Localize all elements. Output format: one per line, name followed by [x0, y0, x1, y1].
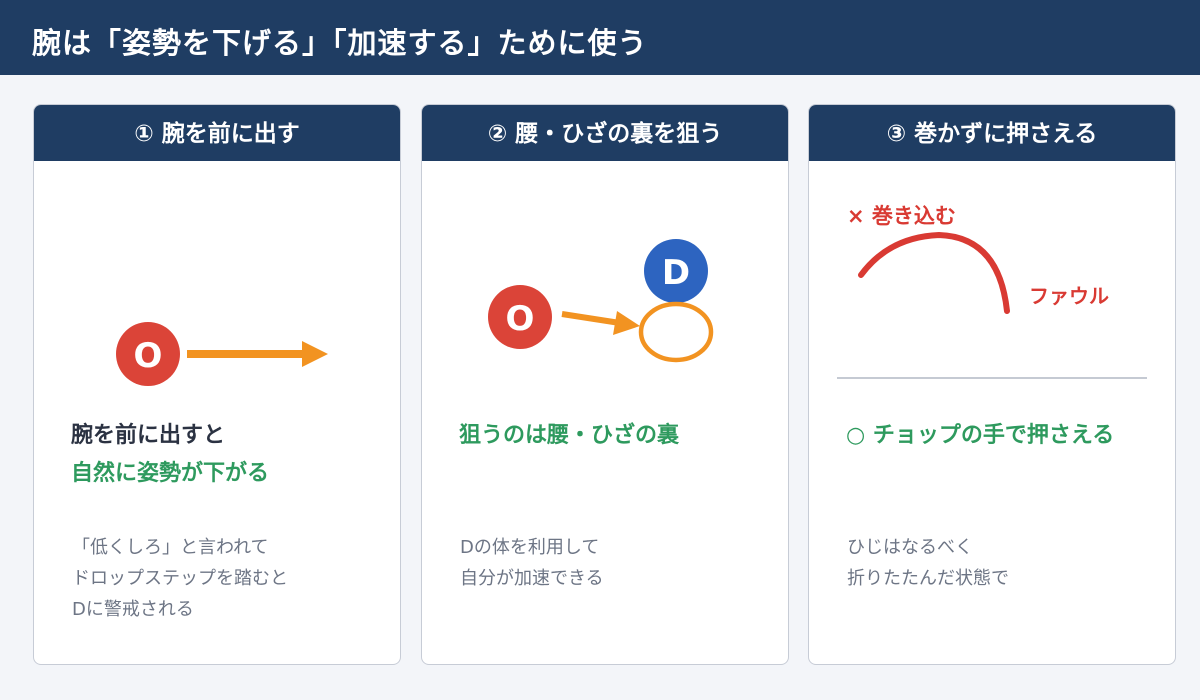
headline-line-1: ○ チョップの手で押さえる	[846, 423, 1115, 448]
target-diagram: O D	[488, 239, 714, 363]
card-heading: ① 腕を前に出す	[34, 105, 400, 161]
offense-player-marker	[488, 285, 552, 349]
target-arrow-line	[561, 311, 621, 326]
note-line-2: 自分が加速できる	[460, 568, 604, 589]
offense-player-label: O	[134, 336, 163, 376]
offense-player-marker	[116, 322, 180, 386]
card-press-without-wrapping: ③ 巻かずに押さえる × 巻き込む ファウル ○ チョップの手で押さえる ひじは…	[808, 104, 1176, 665]
offense-player-label: O	[506, 299, 535, 339]
defense-player-marker	[644, 239, 708, 303]
headline-line-1: 腕を前に出すと	[71, 423, 226, 448]
note-line-1: 「低くしろ」と言われて	[72, 537, 269, 558]
defense-player-label: D	[662, 253, 690, 293]
card-heading: ③ 巻かずに押さえる	[809, 105, 1175, 161]
note-line-1: ひじはなるべく	[847, 537, 973, 558]
target-zone-ring	[638, 301, 714, 363]
note-line-2: ドロップステップを踏むと	[72, 568, 288, 589]
arm-forward-diagram: O	[116, 322, 328, 386]
wrapping-arm-arc	[858, 231, 1010, 314]
page-title: 腕は「姿勢を下げる」「加速する」ために使う	[32, 26, 648, 60]
wrap-foul-diagram: × 巻き込む ファウル	[847, 204, 1109, 314]
headline-line-2: 自然に姿勢が下がる	[71, 461, 270, 486]
card-target-hip-knee: ② 腰・ひざの裏を狙う O D 狙うのは腰・ひざの裏 Dの体を利用して 自分が加…	[421, 104, 789, 665]
headline-line-1: 狙うのは腰・ひざの裏	[459, 423, 680, 448]
note-line-3: Dに警戒される	[72, 599, 194, 620]
target-arrow-head	[613, 311, 640, 335]
note-line-2: 折りたたんだ状態で	[847, 568, 1009, 589]
divider	[837, 377, 1147, 379]
card-arm-forward: ① 腕を前に出す O 腕を前に出すと 自然に姿勢が下がる 「低くしろ」と言われて…	[33, 104, 401, 665]
foul-label: ファウル	[1029, 284, 1109, 308]
note-line-1: Dの体を利用して	[460, 537, 600, 558]
page-header: 腕は「姿勢を下げる」「加速する」ために使う	[0, 0, 1200, 75]
card-heading: ② 腰・ひざの裏を狙う	[422, 105, 788, 161]
arm-forward-arrow-head	[302, 341, 328, 367]
bad-example-label: × 巻き込む	[847, 204, 956, 228]
